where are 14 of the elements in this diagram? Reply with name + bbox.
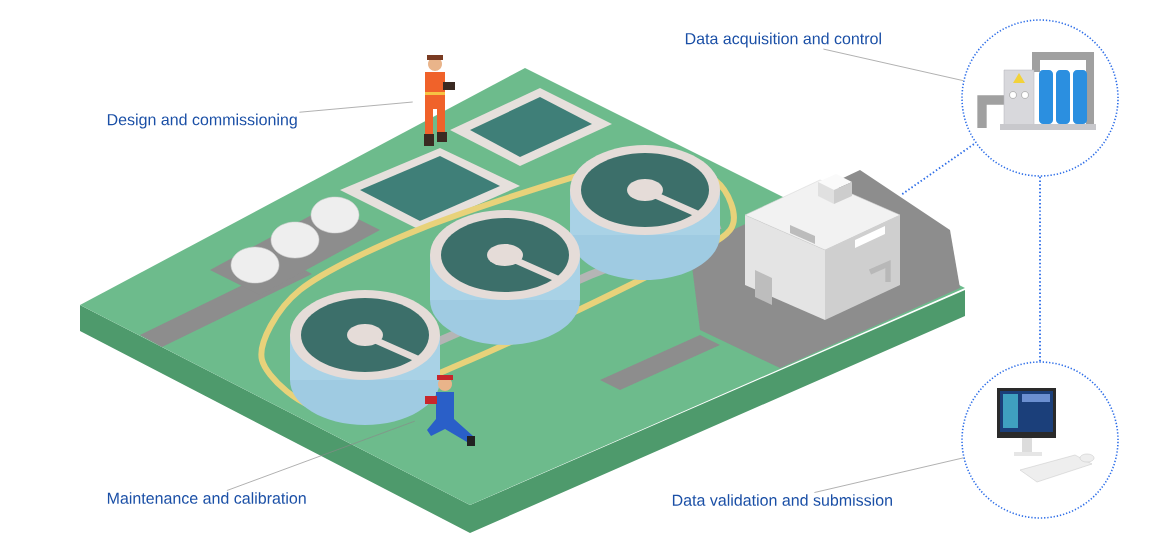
connector-line — [901, 142, 977, 196]
worker-figure — [424, 55, 455, 146]
inset-drawing — [961, 19, 1119, 177]
leader-line — [823, 48, 964, 81]
caption-text: Design and commissioning — [107, 113, 297, 129]
caption-text: Maintenance and calibration — [107, 492, 306, 504]
leader-line — [814, 457, 964, 493]
leader-line — [226, 420, 416, 491]
caption-text: Data validation and submission — [672, 494, 892, 506]
worker-figure — [425, 375, 475, 446]
caption-text: Data acquisition and control — [685, 32, 881, 48]
inset-drawing — [961, 361, 1119, 519]
connector-line — [1039, 175, 1041, 363]
leader-line — [299, 101, 414, 113]
